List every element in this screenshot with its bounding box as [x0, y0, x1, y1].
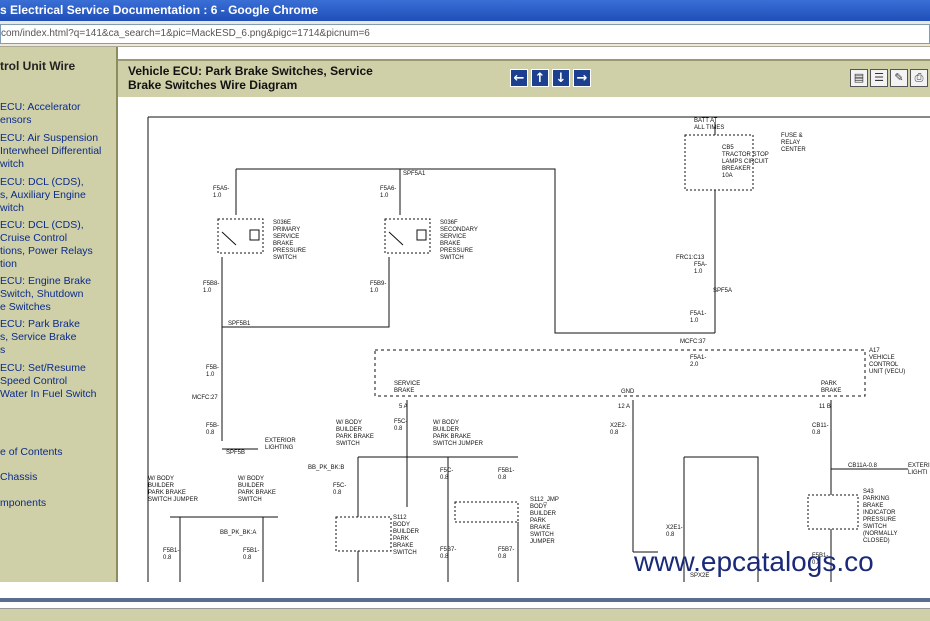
label-f5b1: F5B1-0.8: [498, 468, 514, 481]
sidebar-link-air-suspension[interactable]: ECU: Air Suspension Interwheel Different…: [0, 132, 102, 170]
pencil-icon[interactable]: ✎: [890, 69, 908, 87]
label-f5b1-mid: F5B1-0.8: [243, 548, 259, 561]
label-f5c-2: F5C-0.8: [333, 483, 346, 496]
arrow-left-icon[interactable]: ←: [510, 69, 528, 87]
label-spf5b1: SPF5B1: [228, 321, 251, 327]
label-f5c-3: F5C-0.8: [440, 468, 453, 481]
window-title-bar: s Electrical Service Documentation : 6 -…: [0, 0, 930, 21]
switch-s036e: [217, 218, 264, 254]
label-pin12a: 12 A: [618, 404, 630, 410]
sidebar-link-accelerator[interactable]: ECU: Accelerator ensors: [0, 101, 81, 126]
breaker-cb5: [684, 134, 754, 191]
status-bar: [0, 582, 930, 621]
sidebar-link-table-of-contents[interactable]: e of Contents: [0, 446, 63, 458]
jumper-s112jmp: [454, 501, 519, 523]
document-header: Vehicle ECU: Park Brake Switches, Servic…: [118, 59, 930, 97]
label-f5b-08: F5B-0.8: [206, 423, 219, 436]
switch-s112: [335, 516, 392, 552]
sidebar-link-chassis[interactable]: Chassis: [0, 471, 38, 483]
label-f5b8: F5B8-1.0: [203, 281, 219, 294]
label-x2e2: X2E2-0.8: [610, 423, 627, 436]
document-title: Vehicle ECU: Park Brake Switches, Servic…: [128, 64, 373, 92]
status-divider: [0, 598, 930, 602]
wire-gnd-loop: [683, 456, 759, 582]
label-bb-pk-bk-b: BB_PK_BK:B: [308, 465, 344, 471]
label-x2e1: X2E1-0.8: [666, 525, 683, 538]
label-mcfc37: MCFC:37: [680, 339, 706, 345]
status-strip: [0, 608, 930, 621]
sidebar-link-set-resume[interactable]: ECU: Set/Resume Speed Control Water In F…: [0, 362, 97, 400]
sidebar: trol Unit Wire ECU: Accelerator ensors E…: [0, 47, 118, 582]
arrow-down-icon[interactable]: ↓: [552, 69, 570, 87]
sidebar-link-dcl-cruise[interactable]: ECU: DCL (CDS), Cruise Control tions, Po…: [0, 219, 93, 270]
label-f5b7: F5B7-0.8: [440, 547, 456, 560]
label-bb-pk-bk-a: BB_PK_BK:A: [220, 530, 256, 536]
label-gnd: GND: [621, 389, 635, 395]
label-cb11: CB11-0.8: [812, 423, 829, 436]
url-field[interactable]: com/index.html?q=141&ca_search=1&pic=Mac…: [0, 24, 930, 44]
switch-s036f: [384, 218, 431, 254]
label-f5b7-b: F5B7-0.8: [498, 547, 514, 560]
label-f5a5: F5A5-1.0: [213, 186, 229, 199]
label-mcfc27: MCFC:27: [192, 395, 218, 401]
print-icon[interactable]: ⎙: [910, 69, 928, 87]
address-bar: com/index.html?q=141&ca_search=1&pic=Mac…: [0, 21, 930, 47]
wire-x2e: [632, 400, 658, 553]
wire-spf5a1: [236, 168, 715, 334]
label-f5a1-10: F5A1-1.0: [690, 311, 706, 324]
label-f5a6: F5A6-1.0: [380, 186, 396, 199]
arrow-right-icon[interactable]: →: [573, 69, 591, 87]
label-spx2e: SPX2E: [690, 573, 709, 579]
module-vecu: [374, 349, 866, 397]
list-icon[interactable]: ☰: [870, 69, 888, 87]
label-spf5b: SPF5B: [226, 450, 245, 456]
switch-s43: [807, 494, 859, 530]
sidebar-link-park-brake[interactable]: ECU: Park Brake s, Service Brake s: [0, 318, 80, 356]
label-f5a-10: F5A-1.0: [694, 262, 707, 275]
label-f5a1-20: F5A1-2.0: [690, 355, 706, 368]
label-f5b: F5B-1.0: [206, 365, 219, 378]
layout-icon[interactable]: ▤: [850, 69, 868, 87]
label-f5c: F5C-0.8: [394, 419, 407, 432]
arrow-up-icon[interactable]: ↑: [531, 69, 549, 87]
label-frc1: FRC1:C13: [676, 255, 705, 261]
label-cb11a: CB11A-0.8: [848, 463, 878, 469]
wire-spf5b1: [221, 312, 390, 328]
diagram-frame: [147, 116, 930, 582]
label-pin11b: 11 B: [819, 404, 831, 410]
window-title: s Electrical Service Documentation : 6 -…: [0, 3, 319, 17]
label-spf5a1: SPF5A1: [403, 171, 426, 177]
label-pin5a: 5 A: [399, 404, 408, 410]
content-area: Vehicle ECU: Park Brake Switches, Servic…: [118, 47, 930, 582]
label-spf5a: SPF5A: [713, 288, 732, 294]
sidebar-link-dcl-auxiliary[interactable]: ECU: DCL (CDS), s, Auxiliary Engine witc…: [0, 176, 86, 214]
sidebar-heading: trol Unit Wire: [0, 59, 76, 73]
sidebar-link-components[interactable]: mponents: [0, 497, 47, 509]
label-f5b1-left: F5B1-0.8: [163, 548, 179, 561]
watermark-text: www.epcatalogs.co: [634, 546, 874, 577]
label-f5b1-right: F5B1-0.8: [812, 553, 828, 566]
sidebar-link-engine-brake[interactable]: ECU: Engine Brake Switch, Shutdown e Swi…: [0, 275, 92, 313]
label-f5b9: F5B9-1.0: [370, 281, 386, 294]
